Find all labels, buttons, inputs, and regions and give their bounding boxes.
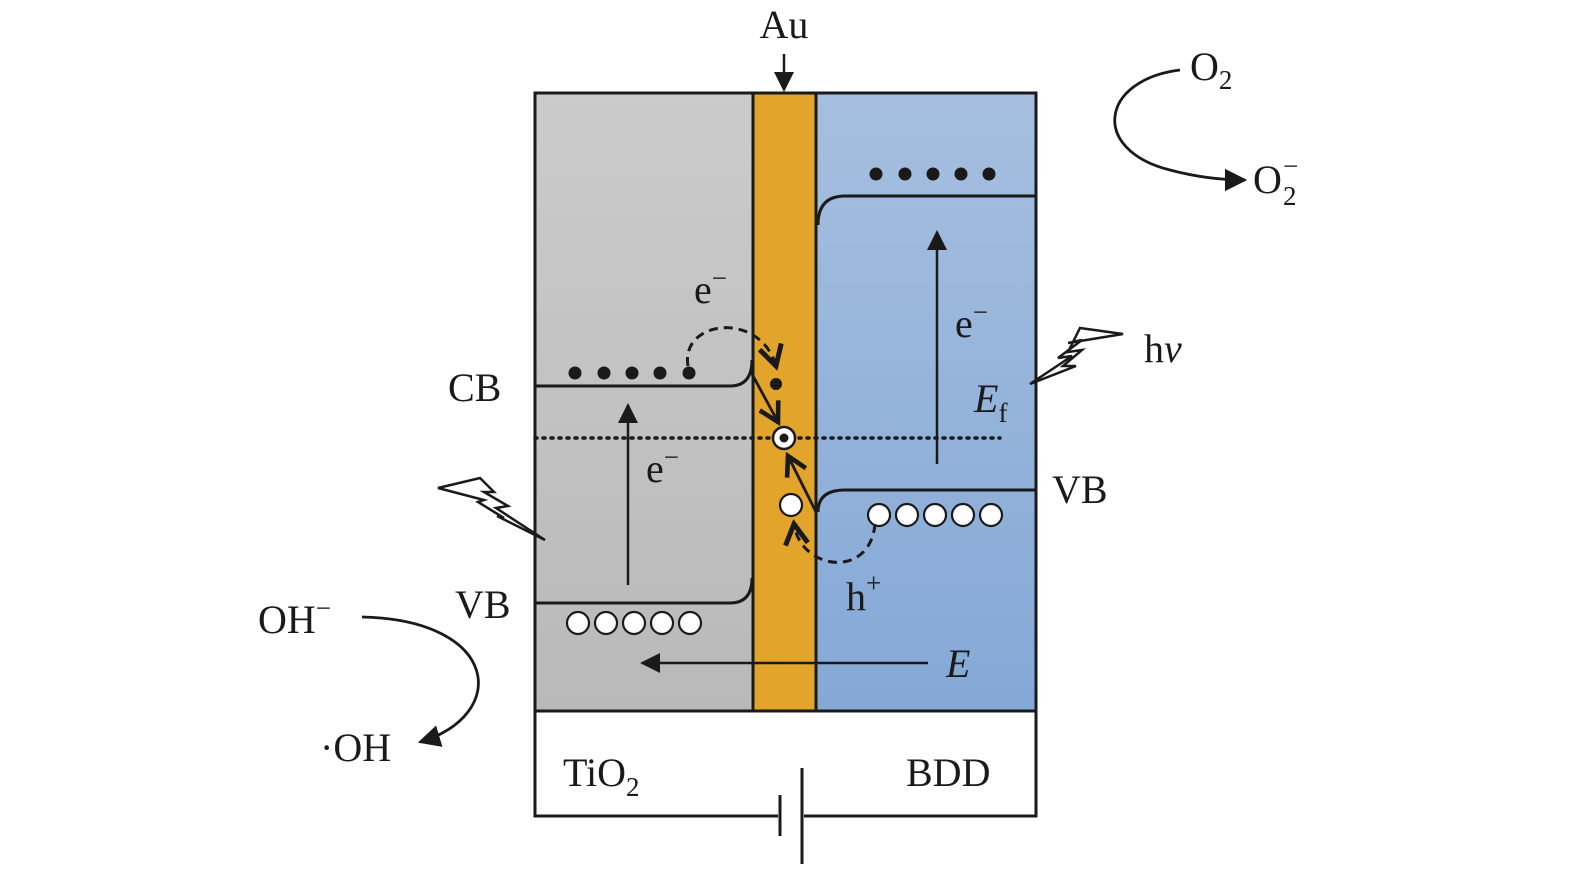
tio2-vb-holes [565, 610, 703, 636]
tio2-vb-line [535, 577, 754, 605]
cb-left-label: CB [448, 365, 501, 410]
au-layer [751, 91, 818, 713]
electron-label-right: e− [955, 297, 988, 346]
oh-minus-label: OH− [258, 593, 331, 642]
hv-label: hv [1144, 326, 1182, 371]
au-label: Au [760, 2, 809, 47]
oh-radical-label: ·OH [320, 725, 391, 770]
hole-to-center-arrow [788, 456, 818, 513]
bdd-label: BDD [906, 750, 990, 795]
electron-label-top: e− [694, 263, 727, 312]
vb-right-label: VB [1052, 467, 1108, 512]
o2-label: O2 [1190, 44, 1232, 95]
o2-reduction-arrow [1113, 68, 1248, 192]
electron-transfer-dashed-arrow [686, 326, 776, 366]
bdd-vb-line [816, 488, 1036, 513]
electrode-box [533, 709, 1038, 818]
bdd-cb-electrons [869, 167, 996, 181]
electron-to-center-arrow [750, 373, 778, 422]
o2-minus-superscript: − [1283, 151, 1298, 181]
tio2-cb-line [535, 359, 754, 388]
tio2-label: TiO2 [563, 750, 640, 802]
vb-left-label: VB [455, 582, 511, 627]
bdd-cb-line [816, 194, 1036, 226]
bdd-vb-holes [866, 502, 1004, 528]
au-hole [778, 492, 804, 518]
tio2-region [533, 91, 755, 713]
tio2-cb-electrons [568, 366, 696, 380]
o2-minus-subscript: 2 [1283, 181, 1297, 211]
hole-label: h+ [846, 568, 881, 619]
oh-oxidation-arrow [361, 615, 480, 747]
au-recombination-dot [779, 433, 789, 443]
electric-field-label: E [945, 641, 970, 686]
fermi-level-label: Ef [973, 376, 1007, 428]
battery-gap [778, 805, 804, 825]
lightning-bolt-left-icon [437, 476, 546, 542]
lightning-bolt-right-icon [1029, 326, 1124, 386]
hole-transfer-dashed-arrow [794, 524, 877, 564]
au-electron [770, 378, 782, 390]
o2-minus-label: O [1253, 157, 1282, 202]
electron-label-left: e− [646, 442, 679, 491]
